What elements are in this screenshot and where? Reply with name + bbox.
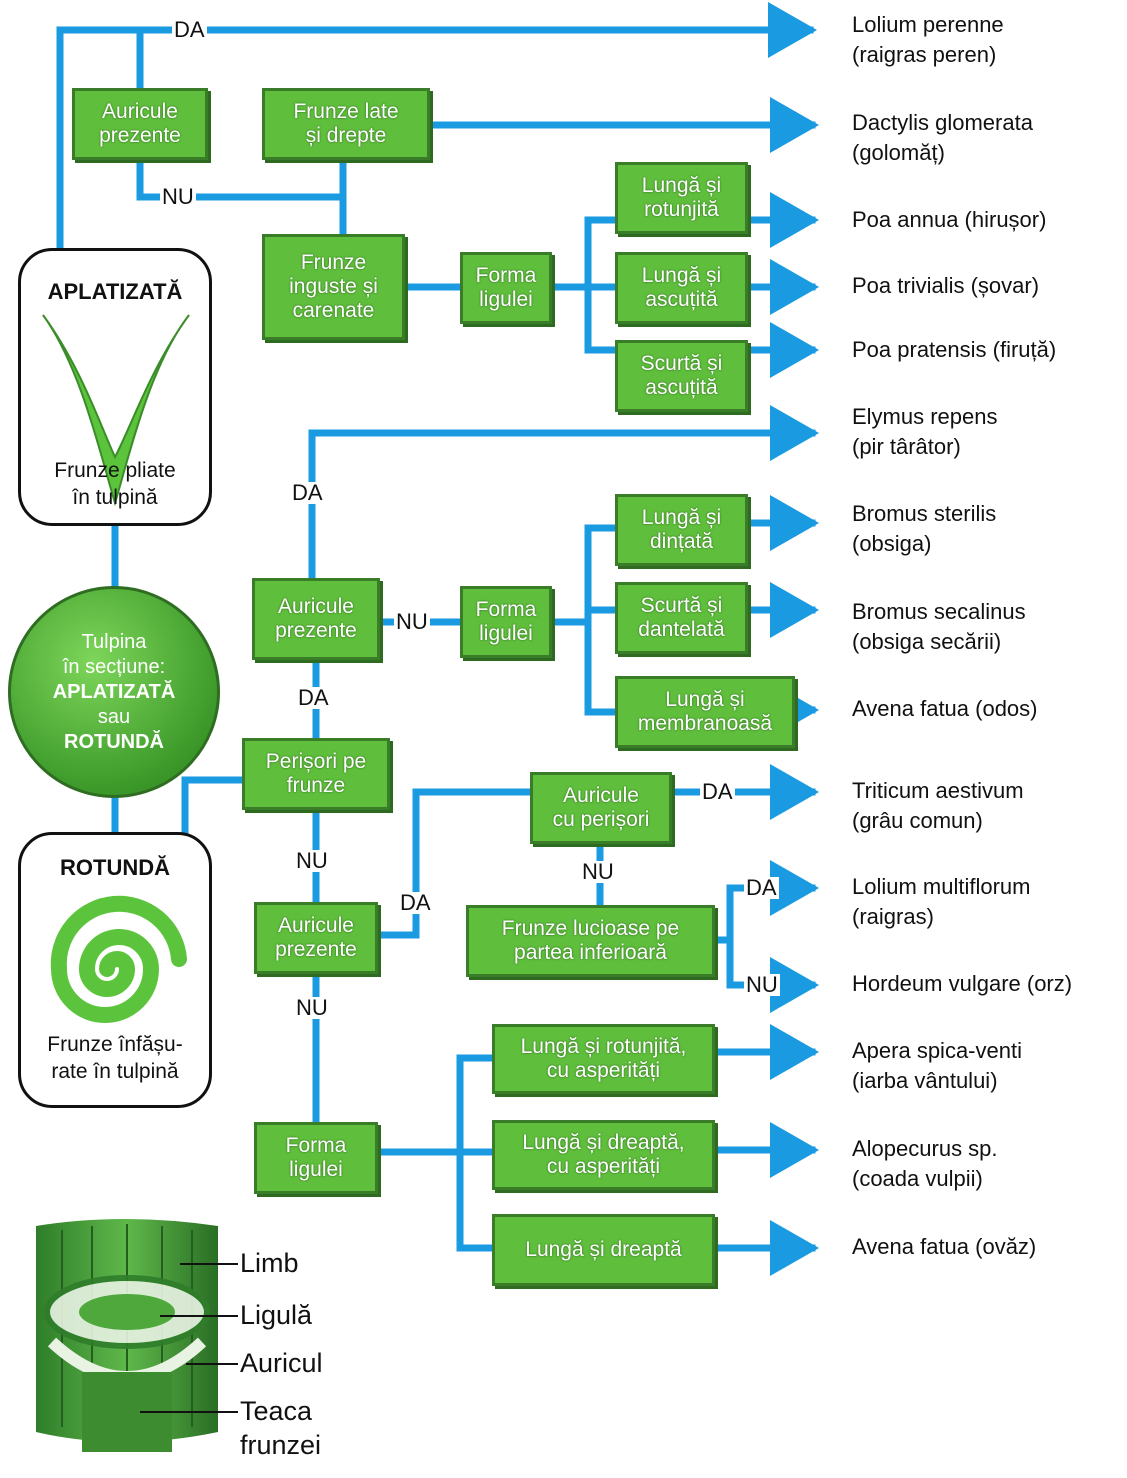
label-nu: NU [394, 609, 430, 634]
box-lunga-dreapta-asperitati: Lungă și dreaptă, cu asperități [492, 1120, 715, 1190]
label-nu: NU [580, 859, 616, 884]
species-poa-pratensis: Poa pratensis (firuță) [852, 337, 1057, 362]
species-alopecurus: Alopecurus sp. (coada vulpii) [852, 1136, 998, 1191]
anatomy-label-ligula: Ligulă [240, 1300, 313, 1330]
leaf-anatomy-illustration [36, 1219, 218, 1452]
box-lunga-rotunjita-asperitati: Lungă și rotunjită, cu asperități [492, 1024, 715, 1094]
flat-stem-panel: APLATIZATĂ Frunze pliate în tulpină [18, 248, 212, 526]
box-scurta-dantelata: Scurtă și dantelată [615, 582, 748, 654]
box-lunga-ascutita: Lungă și ascuțită [615, 252, 748, 324]
label-da: DA [700, 779, 735, 804]
species-dactylis: Dactylis glomerata (golomăț) [852, 110, 1033, 165]
label-nu: NU [160, 184, 196, 209]
label-da: DA [744, 875, 779, 900]
flat-stem-title: APLATIZATĂ [47, 279, 183, 304]
label-da: DA [172, 17, 207, 42]
box-scurta-ascutita: Scurtă și ascuțită [615, 340, 748, 412]
box-auricule-prezente-3: Auricule prezente [254, 902, 378, 974]
species-apera: Apera spica-venti (iarba vântului) [852, 1038, 1022, 1093]
species-poa-trivialis: Poa trivialis (șovar) [852, 273, 1040, 298]
species-triticum: Triticum aestivum (grâu comun) [852, 778, 1024, 833]
box-lunga-rotunjita: Lungă și rotunjită [615, 162, 748, 234]
species-hordeum: Hordeum vulgare (orz) [852, 971, 1073, 996]
line-flat-trunk [56, 26, 144, 252]
anatomy-label-limb: Limb [240, 1248, 299, 1278]
arrow-elymus [308, 405, 819, 582]
species-elymus: Elymus repens (pir târâtor) [852, 404, 998, 459]
box-frunze-lucioase: Frunze lucioase pe partea inferioară [466, 905, 715, 977]
box-auricule-prezente-2: Auricule prezente [252, 578, 380, 660]
species-avena-ovaz: Avena fatua (ovăz) [852, 1234, 1037, 1259]
species-poa-annua: Poa annua (hirușor) [852, 207, 1047, 232]
box-lunga-dintata: Lungă și dințată [615, 494, 748, 566]
box-frunze-late: Frunze late și drepte [262, 88, 430, 160]
circle-text-3: APLATIZATĂ [52, 680, 176, 703]
species-bromus-sterilis: Bromus sterilis (obsiga) [852, 501, 997, 556]
anatomy-label-frunzei: frunzei [240, 1430, 322, 1460]
circle-text-4: sau [97, 705, 131, 728]
box-forma-ligulei-1: Forma ligulei [460, 252, 552, 324]
species-lolium-perenne: Lolium perenne (raigras peren) [852, 12, 1004, 67]
label-nu: NU [744, 972, 780, 997]
label-da: DA [290, 480, 325, 505]
circle-text-2: în secțiune: [62, 655, 166, 678]
folded-leaf-illustration [42, 314, 190, 507]
box-frunze-inguste: Frunze inguste și carenate [262, 234, 405, 340]
label-nu: NU [294, 848, 330, 873]
box-forma-ligulei-2: Forma ligulei [460, 586, 552, 658]
circle-text-1: Tulpina [81, 630, 147, 653]
box-forma-ligulei-3: Forma ligulei [254, 1122, 378, 1194]
box-auricule-prezente-1: Auricule prezente [72, 88, 208, 160]
box-perisori-pe-frunze: Perișori pe frunze [242, 738, 390, 810]
species-bromus-secalinus: Bromus secalinus (obsiga secării) [852, 599, 1026, 654]
rolled-leaf-illustration [50, 895, 187, 1023]
label-da: DA [398, 890, 433, 915]
species-lolium-multiflorum: Lolium multiflorum (raigras) [852, 874, 1031, 929]
round-stem-title: ROTUNDĂ [60, 855, 170, 880]
anatomy-label-teaca: Teaca [240, 1396, 313, 1426]
stem-section-circle: Tulpina în secțiune: APLATIZATĂ sau ROTU… [8, 586, 220, 798]
circle-text-5: ROTUNDĂ [64, 730, 164, 753]
label-da: DA [296, 685, 331, 710]
anatomy-label-auricul: Auricul [240, 1348, 323, 1378]
box-lunga-membranoasa: Lungă și membranoasă [615, 676, 795, 748]
flat-stem-caption: Frunze pliate în tulpină [54, 459, 176, 510]
box-lunga-dreapta: Lungă și dreaptă [492, 1214, 715, 1286]
species-avena-odos: Avena fatua (odos) [852, 696, 1038, 721]
round-stem-panel: ROTUNDĂ Frunze înfășu- rate în tulpină [18, 832, 212, 1108]
anatomy-pointer-lines [140, 1263, 238, 1413]
round-stem-caption: Frunze înfășu- rate în tulpină [47, 1033, 183, 1084]
box-auricule-cu-perisori: Auricule cu perișori [530, 772, 672, 844]
label-nu: NU [294, 995, 330, 1020]
